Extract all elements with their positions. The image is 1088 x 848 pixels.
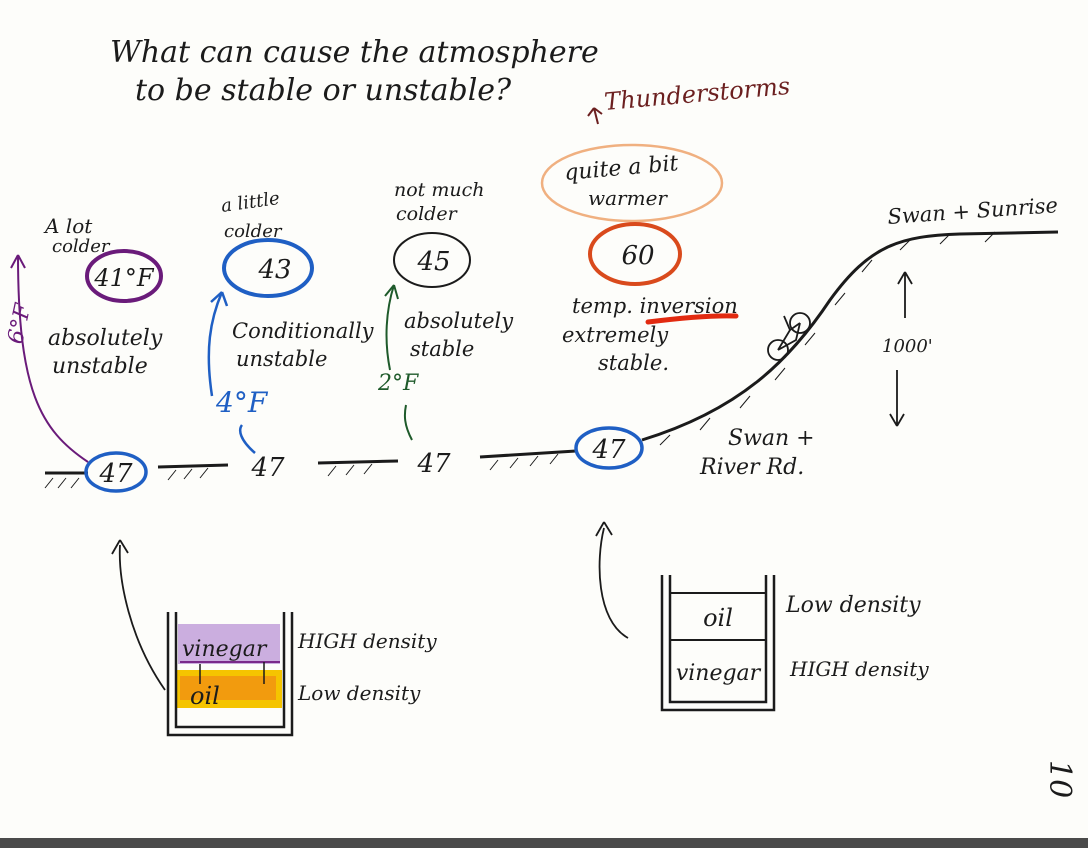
column-conditionally-unstable: a little colder 43 Conditionally unstabl… bbox=[207, 188, 375, 454]
thunderstorms-note: Thunderstorms bbox=[603, 72, 791, 116]
aloft-temp-circle bbox=[588, 222, 682, 286]
aloft-temp: 45 bbox=[416, 247, 450, 277]
stability-line-1: absolutely bbox=[48, 326, 163, 351]
difference-label: 4°F bbox=[215, 386, 269, 419]
stability-line-2: extremely bbox=[562, 323, 669, 347]
height-arrow-up bbox=[897, 271, 913, 318]
jar-outline bbox=[660, 575, 776, 712]
lift-arrow-head bbox=[10, 254, 26, 269]
lift-arrow bbox=[207, 291, 256, 454]
descriptor-circle bbox=[540, 143, 724, 223]
height-label: 1000' bbox=[882, 336, 933, 357]
jar-pointer-arrow-head bbox=[111, 539, 129, 555]
aloft-temp-circle bbox=[222, 238, 314, 298]
height-arrow-down bbox=[889, 370, 905, 427]
terrain: Swan + Sunrise Swan + River Rd. 1000' bbox=[641, 193, 1059, 480]
bicycle-icon bbox=[767, 312, 811, 361]
descriptor-line-1: quite a bit bbox=[563, 151, 679, 186]
lift-arrow-head bbox=[210, 291, 229, 307]
descriptor-line-1: A lot bbox=[43, 214, 93, 238]
top-layer-label: oil bbox=[703, 604, 733, 632]
bottom-location-line-2: River Rd. bbox=[699, 455, 804, 480]
unstable-jar: vinegar oil HIGH density Low density bbox=[111, 539, 437, 737]
ground-hatching bbox=[44, 453, 559, 489]
stability-line-1: absolutely bbox=[404, 309, 514, 333]
descriptor-line-2: warmer bbox=[588, 186, 668, 210]
jar-pointer-arrow bbox=[118, 544, 166, 691]
stability-line-2: stable bbox=[410, 337, 474, 361]
page-number: 10 bbox=[1042, 760, 1077, 798]
top-location-label: Swan + Sunrise bbox=[887, 193, 1059, 229]
column-inversion: quite a bit warmer 60 temp. inversion ex… bbox=[540, 143, 739, 375]
inversion-underline bbox=[645, 313, 739, 325]
stable-jar: oil vinegar Low density HIGH density bbox=[595, 521, 929, 712]
top-layer-label: vinegar bbox=[182, 637, 268, 662]
vinegar-fill bbox=[178, 624, 280, 664]
surface-temp-4: 47 bbox=[591, 435, 626, 465]
difference-label: 2°F bbox=[377, 371, 419, 396]
question-line-2: to be stable or unstable? bbox=[135, 73, 512, 108]
mixing-arrows bbox=[199, 662, 265, 684]
layer-dividers bbox=[670, 592, 766, 641]
surface-circle-1 bbox=[84, 451, 148, 493]
stability-line-1: Conditionally bbox=[232, 319, 375, 343]
aloft-temp: 43 bbox=[257, 255, 291, 285]
hill-hatching bbox=[659, 231, 996, 446]
descriptor-line-2: colder bbox=[224, 221, 283, 242]
bottom-layer-label: vinegar bbox=[676, 661, 762, 686]
surface-temp-3: 47 bbox=[416, 449, 451, 479]
scan-edge bbox=[0, 838, 1088, 848]
lift-arrow bbox=[17, 254, 89, 463]
descriptor-line-2: colder bbox=[52, 236, 111, 257]
jar-pointer-arrow bbox=[598, 527, 629, 639]
stability-line-3: stable. bbox=[598, 351, 669, 375]
aloft-temp-circle bbox=[85, 249, 163, 303]
ground: 47 47 47 47 bbox=[44, 426, 644, 493]
column-absolutely-unstable: A lot colder 41°F absolutely unstable 6°… bbox=[3, 214, 163, 463]
bottom-density-label: HIGH density bbox=[789, 657, 929, 681]
question-line-1: What can cause the atmosphere bbox=[110, 35, 599, 70]
aloft-temp: 41°F bbox=[93, 264, 155, 292]
jar-pointer-arrow-head bbox=[595, 521, 613, 537]
descriptor-line-1: a little bbox=[220, 188, 281, 217]
surface-temp-2: 47 bbox=[250, 453, 285, 483]
hill-slope bbox=[641, 230, 1059, 442]
surface-temp-1: 47 bbox=[98, 459, 133, 489]
stability-line-2: unstable bbox=[52, 354, 148, 379]
top-density-label: HIGH density bbox=[297, 629, 437, 653]
descriptor-line-2: colder bbox=[396, 203, 459, 225]
surface-circle-4 bbox=[574, 426, 644, 470]
ground-line bbox=[45, 449, 577, 475]
column-absolutely-stable: not much colder 45 absolutely stable 2°F bbox=[377, 179, 514, 441]
bottom-location-line-1: Swan + bbox=[728, 426, 815, 451]
stability-line-2: unstable bbox=[236, 347, 327, 371]
bottom-layer-label: oil bbox=[190, 682, 220, 710]
oil-shading bbox=[180, 676, 276, 700]
aloft-temp-circle bbox=[393, 232, 471, 288]
jar-outline bbox=[166, 612, 294, 737]
thunderstorms-arrow bbox=[587, 107, 603, 125]
title-question: What can cause the atmosphere to be stab… bbox=[110, 35, 791, 125]
aloft-temp: 60 bbox=[621, 241, 654, 271]
descriptor-line-1: not much bbox=[394, 179, 484, 201]
bottom-density-label: Low density bbox=[297, 681, 421, 705]
lift-arrow-head bbox=[384, 284, 399, 300]
lift-arrow bbox=[385, 284, 413, 441]
top-density-label: Low density bbox=[785, 593, 921, 618]
